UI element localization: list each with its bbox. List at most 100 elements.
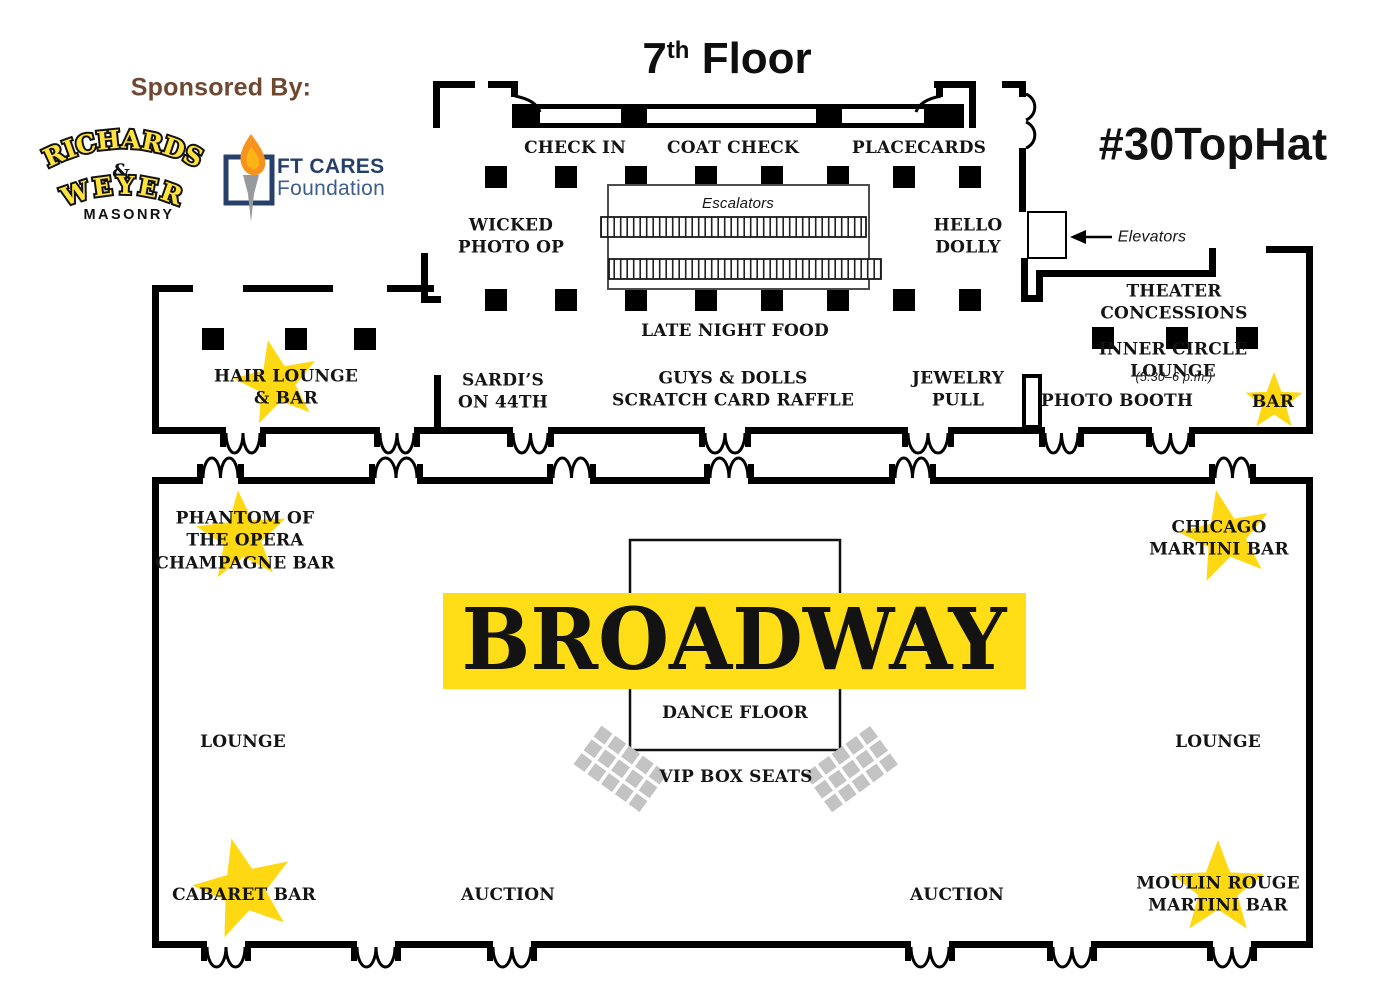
area-label-coat-check: COAT CHECK: [666, 137, 800, 158]
column: [485, 289, 507, 311]
column: [1166, 327, 1188, 349]
door-symbols-layer: [197, 427, 1257, 969]
inner-circle-hours: (5:30–6 p.m.): [1135, 369, 1213, 384]
wall-segment: [1189, 427, 1310, 434]
wall-segment: [152, 477, 203, 484]
elevator-area: [1025, 92, 1112, 259]
column: [959, 289, 981, 311]
door-arc: [529, 432, 550, 455]
area-label-bar: BAR: [1251, 391, 1295, 412]
wall-segment: [434, 375, 441, 434]
wall-segment: [936, 81, 943, 97]
area-label-chicago-martini-bar: CHICAGO MARTINI BAR: [1149, 517, 1289, 560]
entry-door-arc-right: [914, 94, 942, 113]
door-arc: [708, 456, 731, 479]
wall-segment: [488, 81, 518, 88]
floor-word: Floor: [701, 33, 812, 83]
wall-segment: [152, 427, 226, 434]
door-arc: [909, 946, 932, 969]
column: [625, 289, 647, 311]
door-arc: [911, 456, 932, 479]
ft-cares-logo: [223, 134, 275, 222]
door-arc: [570, 456, 592, 479]
area-label-dance-floor: DANCE FLOOR: [662, 702, 808, 723]
wall-pier: [1022, 374, 1042, 429]
wall-segment: [531, 941, 911, 948]
escalators: [600, 184, 882, 290]
wall-segment: [152, 477, 159, 948]
area-label-lounge-left: LOUNGE: [200, 731, 286, 752]
elevator-box: [1027, 211, 1067, 259]
elevators-label: Elevators: [1117, 228, 1187, 246]
wall-segment: [1019, 148, 1026, 212]
star-icon-moulin-rouge: [1171, 840, 1265, 929]
star-icon-phantom: [196, 490, 286, 578]
column: [827, 166, 849, 188]
area-label-auction-right: AUCTION: [910, 884, 1004, 905]
wall-segment: [1306, 246, 1313, 434]
area-label-hello-dolly: HELLO DOLLY: [933, 215, 1003, 258]
star-icon-hair-lounge: [233, 340, 316, 424]
column: [485, 166, 507, 188]
columns-layer: [202, 166, 1258, 350]
wall-segment: [395, 941, 493, 948]
column: [761, 289, 783, 311]
area-label-wicked-photo-op: WICKED PHOTO OP: [457, 215, 565, 258]
wall-segment: [748, 477, 895, 484]
door-arc: [1150, 432, 1172, 455]
wall-segment: [1078, 427, 1152, 434]
area-label-jewelry-pull: JEWELRY PULL: [911, 368, 1005, 411]
walls-layer: [152, 81, 1313, 948]
entry-door-arc-left: [514, 94, 542, 113]
torch-tip-icon: [248, 194, 254, 222]
star-icon-bar: [1245, 372, 1303, 427]
door-arc: [1169, 432, 1191, 455]
star-icon-chicago: [1178, 490, 1268, 581]
door-arc: [394, 456, 419, 479]
area-label-placecards: PLACECARDS: [851, 137, 987, 158]
double-door-arc: [1025, 92, 1037, 122]
door-arc: [893, 456, 914, 479]
area-label-phantom-champagne-bar: PHANTOM OF THE OPERA CHAMPAGNE BAR: [155, 508, 335, 574]
elevators-arrow-icon: [1070, 230, 1086, 244]
richards-weyer-logo: RICHARDS & WEYER MASONRY: [37, 123, 210, 223]
vip-seats-layer: [573, 725, 898, 813]
area-label-check-in: CHECK IN: [524, 137, 626, 158]
column: [1092, 327, 1114, 349]
broadway-banner-label: BROADWAY: [462, 590, 1008, 690]
wall-segment: [1036, 270, 1216, 277]
wall-segment: [948, 427, 1045, 434]
column: [555, 166, 577, 188]
sponsored-by-heading: Sponsored By:: [130, 73, 312, 102]
door-arc: [1060, 432, 1080, 455]
door-arc: [224, 946, 247, 969]
door-arc: [373, 456, 398, 479]
door-arc: [511, 432, 532, 455]
door-arc: [395, 432, 416, 455]
wall-segment: [1209, 248, 1216, 277]
wall-segment: [433, 81, 440, 128]
wall-segment: [590, 477, 710, 484]
area-label-lounge-right: LOUNGE: [1175, 731, 1261, 752]
door-arc: [1043, 432, 1063, 455]
area-label-sardis: SARDI’S ON 44TH: [457, 370, 549, 413]
door-arc: [1230, 946, 1253, 969]
ft-cares-name: FT CARES: [277, 155, 385, 178]
column: [893, 166, 915, 188]
wall-segment: [387, 285, 434, 292]
wall-segment: [260, 427, 380, 434]
wall-segment: [969, 81, 976, 128]
wall-segment: [1091, 941, 1213, 948]
wall-segment: [930, 477, 1215, 484]
door-arc: [241, 432, 262, 455]
door-arc: [205, 946, 228, 969]
door-arc: [374, 946, 397, 969]
broadway-banner: [443, 593, 1026, 689]
wall-segment: [421, 296, 441, 303]
area-label-auction-left: AUCTION: [461, 884, 555, 905]
floor-suffix: th: [666, 36, 690, 64]
door-arc: [703, 432, 727, 455]
wall-segment: [417, 477, 553, 484]
vip-seat-grid: [804, 725, 898, 813]
